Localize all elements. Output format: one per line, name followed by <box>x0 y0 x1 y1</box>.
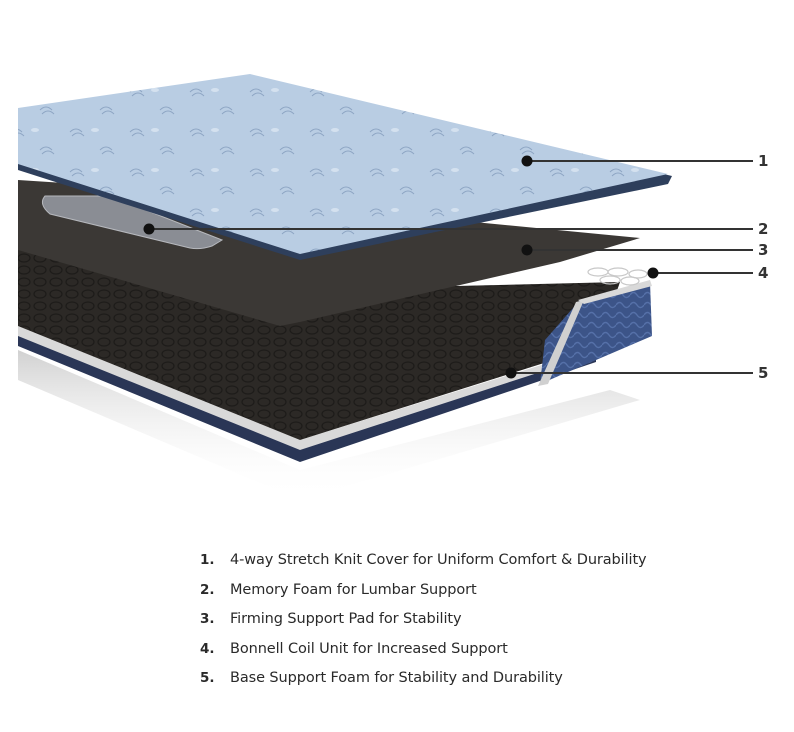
callout-lines <box>149 160 753 374</box>
callout-dots <box>143 155 659 379</box>
legend-item: 4. Bonnell Coil Unit for Increased Suppo… <box>200 641 647 671</box>
legend-text: Firming Support Pad for Stability <box>230 611 462 627</box>
ground-shadow <box>18 350 640 500</box>
legend-number: 2. <box>200 581 215 598</box>
callout-number-2: 2 <box>758 220 769 238</box>
legend-item: 5. Base Support Foam for Stability and D… <box>200 670 647 700</box>
callout-dot-2 <box>143 223 155 235</box>
legend-number: 1. <box>200 552 215 568</box>
callout-number-5: 5 <box>758 364 769 382</box>
legend-text: Memory Foam for Lumbar Support <box>230 581 477 598</box>
legend-number: 3. <box>200 611 215 627</box>
legend-item: 3. Firming Support Pad for Stability <box>200 611 647 641</box>
legend-text: Base Support Foam for Stability and Dura… <box>230 670 563 686</box>
legend-text: 4-way Stretch Knit Cover for Uniform Com… <box>230 552 647 568</box>
layer-cover <box>18 74 672 260</box>
layer-memory-foam <box>41 195 224 250</box>
callout-dot-3 <box>521 244 533 256</box>
callout-dot-4 <box>647 267 659 279</box>
legend-item: 2. Memory Foam for Lumbar Support <box>200 582 647 612</box>
layer-coil-unit <box>587 267 648 286</box>
legend-number: 4. <box>200 640 215 657</box>
legend-text: Bonnell Coil Unit for Increased Support <box>230 640 508 657</box>
callout-number-4: 4 <box>758 264 769 282</box>
callout-number-1: 1 <box>758 152 769 170</box>
callout-number-3: 3 <box>758 241 769 259</box>
mattress-layers-illustration <box>18 74 753 500</box>
legend-item: 1. 4-way Stretch Knit Cover for Uniform … <box>200 552 647 582</box>
callout-dot-1 <box>521 155 533 167</box>
callout-dot-5 <box>505 367 517 379</box>
layer-legend: 1. 4-way Stretch Knit Cover for Uniform … <box>200 552 647 700</box>
legend-number: 5. <box>200 670 215 686</box>
